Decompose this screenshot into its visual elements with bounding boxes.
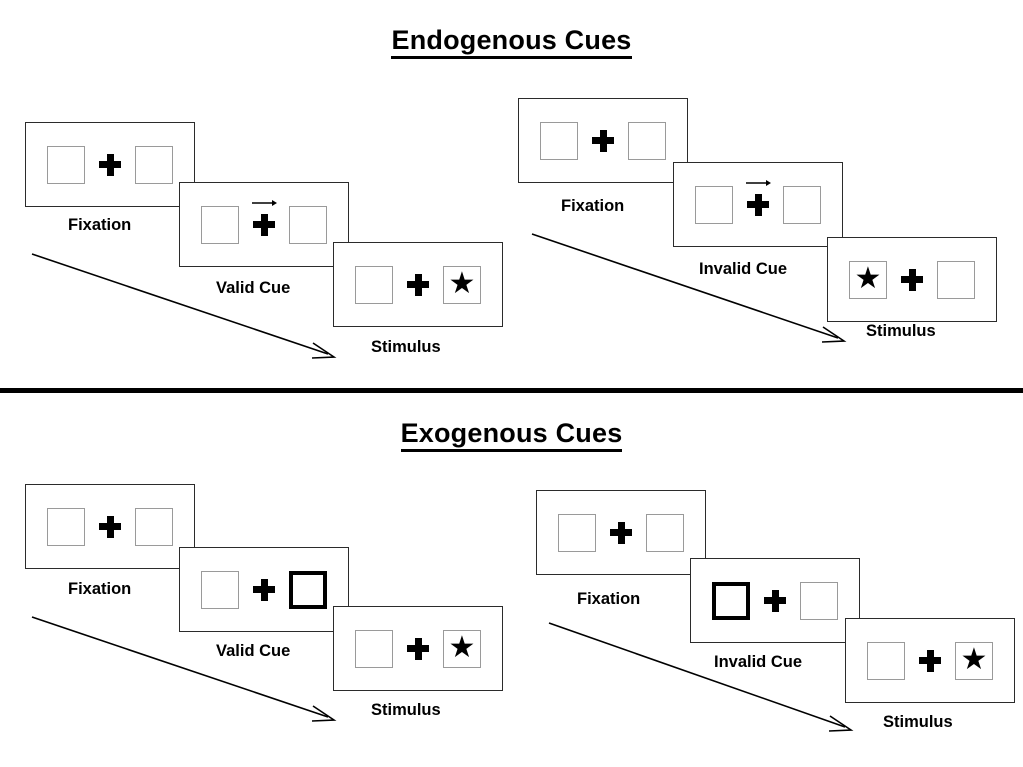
caption-endogenous-valid-fixation: Fixation [68,216,132,234]
caption-exogenous-valid-cue: Valid Cue [216,642,291,660]
right-target-box: ★ [443,629,481,668]
caption-endogenous-invalid-stimulus: Stimulus [866,322,936,340]
fixation-cross-icon [253,578,275,601]
left-placeholder-box [355,265,393,304]
arrow-right-icon [252,199,277,206]
fixation-cross-icon [901,268,923,291]
right-placeholder-box [628,121,666,160]
star-target-icon: ★ [960,642,988,676]
left-placeholder-box [558,513,596,552]
panel-exogenous-valid-cue [179,547,349,632]
right-placeholder-box [800,581,838,620]
star-target-icon: ★ [854,261,882,295]
arrow-right-icon [746,179,771,186]
left-placeholder-box [695,185,733,224]
caption-exogenous-valid-stimulus: Stimulus [371,701,441,719]
caption-endogenous-valid-cue: Valid Cue [216,279,291,297]
fixation-cross-icon [610,521,632,544]
frame-content [712,581,838,620]
caption-endogenous-invalid-fixation: Fixation [561,197,625,215]
frame-content [47,507,173,546]
fixation-cross-icon [746,179,771,216]
fixation-cross-icon [592,129,614,152]
panel-endogenous-valid-cue [179,182,349,267]
section-divider [0,388,1023,393]
frame-content [540,121,666,160]
right-placeholder-box [783,185,821,224]
left-placeholder-box [201,570,239,609]
section-title-exogenous-text: Exogenous Cues [400,418,623,452]
caption-exogenous-valid-fixation: Fixation [68,580,132,598]
right-target-box: ★ [955,641,993,680]
right-cue-highlight-box [289,570,327,609]
panel-exogenous-invalid-stimulus: ★ [845,618,1015,703]
left-placeholder-box [355,629,393,668]
panel-endogenous-invalid-cue [673,162,843,247]
fixation-cross-icon [764,589,786,612]
caption-endogenous-valid-stimulus: Stimulus [371,338,441,356]
caption-exogenous-invalid-cue: Invalid Cue [714,653,803,671]
caption-exogenous-invalid-stimulus: Stimulus [883,713,953,731]
star-target-icon: ★ [448,266,476,300]
panel-endogenous-invalid-stimulus: ★ [827,237,997,322]
frame-content [695,179,821,224]
frame-content: ★ [355,629,481,668]
frame-content [558,513,684,552]
panel-exogenous-valid-fixation [25,484,195,569]
right-placeholder-box [289,205,327,244]
fixation-cross-icon [252,199,277,236]
section-title-exogenous: Exogenous Cues [0,418,1023,452]
frame-content: ★ [355,265,481,304]
right-placeholder-box [937,260,975,299]
left-target-box: ★ [849,260,887,299]
section-title-endogenous-text: Endogenous Cues [391,25,632,59]
right-target-box: ★ [443,265,481,304]
panel-exogenous-invalid-cue [690,558,860,643]
left-placeholder-box [201,205,239,244]
fixation-cross-icon [407,273,429,296]
caption-endogenous-invalid-cue: Invalid Cue [699,260,788,278]
caption-exogenous-invalid-fixation: Fixation [577,590,641,608]
fixation-cross-icon [919,649,941,672]
panel-endogenous-valid-stimulus: ★ [333,242,503,327]
right-placeholder-box [135,145,173,184]
frame-content [47,145,173,184]
left-cue-highlight-box [712,581,750,620]
left-placeholder-box [47,507,85,546]
panel-exogenous-invalid-fixation [536,490,706,575]
frame-content: ★ [867,641,993,680]
fixation-cross-icon [99,153,121,176]
fixation-cross-icon [407,637,429,660]
panel-exogenous-valid-stimulus: ★ [333,606,503,691]
fixation-cross-icon [99,515,121,538]
panel-endogenous-invalid-fixation [518,98,688,183]
frame-content [201,199,327,244]
right-placeholder-box [135,507,173,546]
frame-content: ★ [849,260,975,299]
frame-content [201,570,327,609]
section-title-endogenous: Endogenous Cues [0,25,1023,59]
star-target-icon: ★ [448,630,476,664]
right-placeholder-box [646,513,684,552]
left-placeholder-box [867,641,905,680]
panel-endogenous-valid-fixation [25,122,195,207]
left-placeholder-box [47,145,85,184]
left-placeholder-box [540,121,578,160]
